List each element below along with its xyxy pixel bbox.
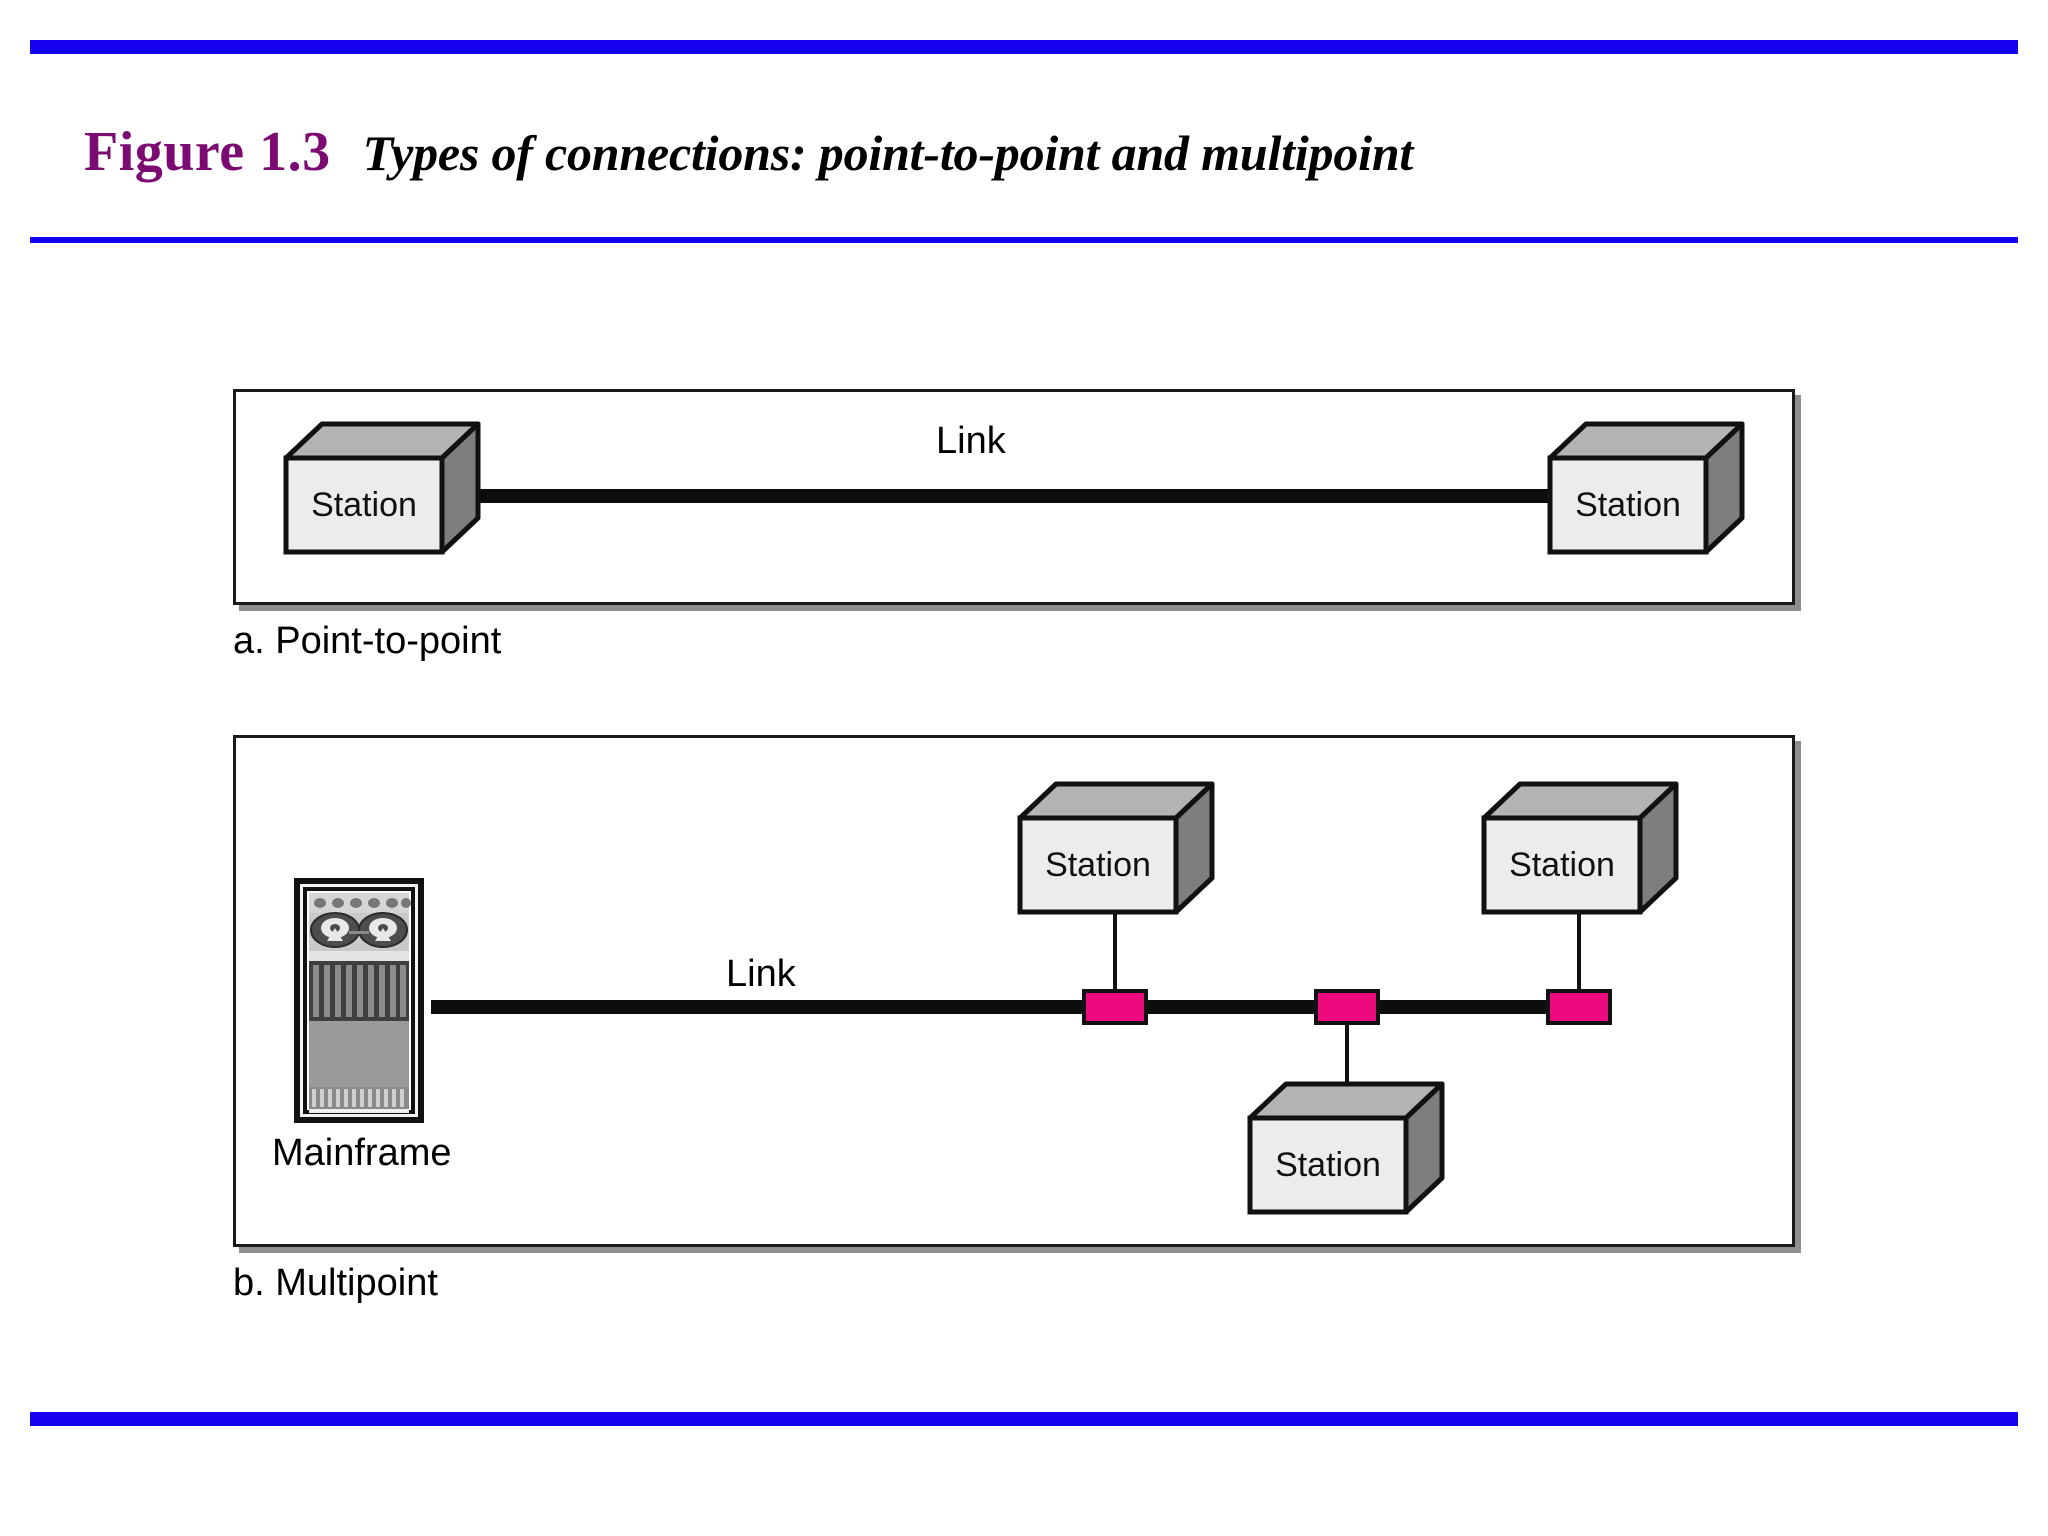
- panel-a-station-left[interactable]: Station: [282, 418, 482, 558]
- panel-a-link-line: [361, 489, 1671, 503]
- panel-a-station-left-face: Station: [286, 458, 442, 552]
- frame-a-shadow-right: [1795, 395, 1801, 611]
- panel-b-station-bottom-1-face: Station: [1250, 1118, 1406, 1212]
- panel-b-station-top-2[interactable]: Station: [1480, 778, 1680, 918]
- figure-number: Figure 1.3: [84, 121, 331, 183]
- panel-b-drop-line-3: [1577, 906, 1581, 992]
- panel-a-link-label: Link: [936, 420, 1006, 462]
- station-box-3d-shape: [1481, 781, 1679, 915]
- station-box-3d-shape: [1247, 1081, 1445, 1215]
- panel-a-station-right-face: Station: [1550, 458, 1706, 552]
- panel-a-station-right[interactable]: Station: [1546, 418, 1746, 558]
- panel-b-frame: Link: [233, 735, 1795, 1247]
- station-box-3d-shape: [283, 421, 481, 555]
- panel-b-tap-1[interactable]: [1082, 989, 1148, 1025]
- panel-b-drop-line-2: [1345, 1022, 1349, 1122]
- header-rule-under-title: [30, 237, 2018, 243]
- panel-b-station-bottom-1-label: Station: [1275, 1145, 1381, 1184]
- frame-a-shadow-bottom: [239, 605, 1801, 611]
- panel-b-drop-line-1: [1113, 906, 1117, 992]
- panel-b-mainframe-label: Mainframe: [272, 1132, 452, 1174]
- panel-a-frame: Link Station Station: [233, 389, 1795, 605]
- panel-a-caption: a. Point-to-point: [233, 620, 502, 662]
- figure-caption: Types of connections: point-to-point and…: [362, 125, 1414, 181]
- frame-b-shadow-right: [1795, 741, 1801, 1253]
- footer-rule-bottom: [30, 1412, 2018, 1426]
- panel-b-link-label: Link: [726, 953, 796, 995]
- panel-b-station-top-1-label: Station: [1045, 845, 1151, 884]
- panel-b-tap-3[interactable]: [1546, 989, 1612, 1025]
- mainframe-cabinet-icon: [294, 878, 424, 1123]
- header-rule-top: [30, 40, 2018, 54]
- panel-b-station-top-2-face: Station: [1484, 818, 1640, 912]
- station-box-3d-shape: [1547, 421, 1745, 555]
- panel-b-station-bottom-1[interactable]: Station: [1246, 1078, 1446, 1218]
- panel-b-station-top-1[interactable]: Station: [1016, 778, 1216, 918]
- panel-b-station-top-2-label: Station: [1509, 845, 1615, 884]
- panel-a-station-right-label: Station: [1575, 485, 1681, 524]
- panel-b-mainframe[interactable]: [294, 878, 424, 1123]
- frame-b-shadow-bottom: [239, 1247, 1801, 1253]
- panel-b-station-top-1-face: Station: [1020, 818, 1176, 912]
- panel-b-caption: b. Multipoint: [233, 1262, 438, 1304]
- station-box-3d-shape: [1017, 781, 1215, 915]
- panel-b-link-bus: [431, 1000, 1601, 1014]
- panel-b-tap-2[interactable]: [1314, 989, 1380, 1025]
- figure-title-row: Figure 1.3 Types of connections: point-t…: [84, 120, 1413, 184]
- panel-a-station-left-label: Station: [311, 485, 417, 524]
